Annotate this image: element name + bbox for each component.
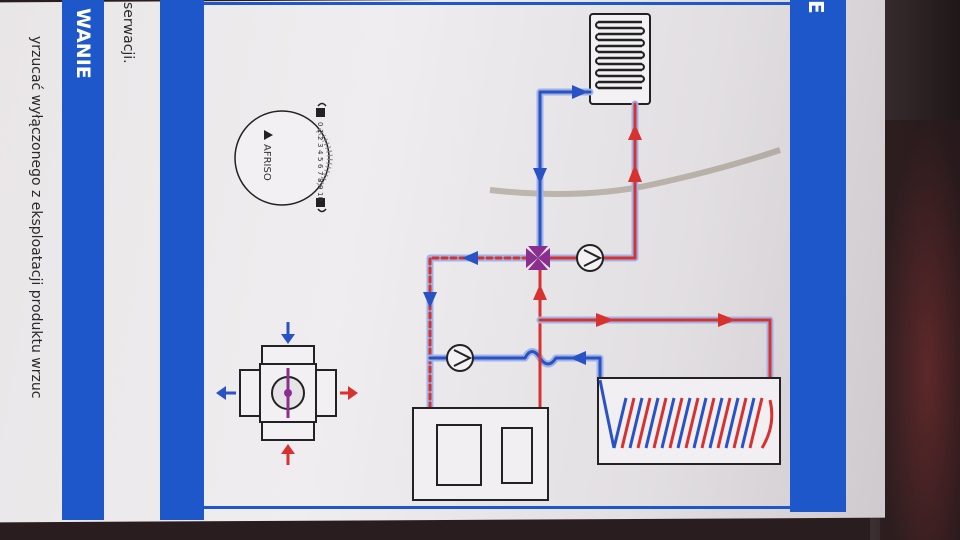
arrow-blue (462, 251, 478, 265)
dial-num: 2 (316, 136, 324, 140)
mixing-valve-icon (526, 246, 550, 270)
arrow-red (596, 313, 614, 327)
left-blue-band (62, 0, 104, 520)
arrow-blue (533, 168, 547, 184)
dial-num: 7 (316, 171, 324, 175)
arrow-blue (572, 85, 588, 99)
top-blue-line (204, 2, 790, 5)
radiator-icon (589, 13, 651, 105)
arrow-blue (423, 292, 437, 308)
dial-num: 5 (316, 157, 324, 161)
dial-num: 3 (316, 143, 324, 147)
arrow-red (533, 284, 547, 300)
storage-tank-icon (597, 377, 781, 465)
background-red (880, 120, 960, 540)
arrow-blue (570, 351, 586, 365)
boiler-loop-pipe (426, 254, 532, 414)
dial-num: 1 (316, 129, 324, 133)
dial-scale: 0 1 2 3 4 5 6 7 8 9 10 (316, 122, 324, 201)
bottom-blue-line (204, 506, 790, 509)
dial-num: 0 (316, 122, 324, 126)
boiler-icon (412, 407, 549, 501)
arrow-red (628, 164, 642, 182)
dial-num: 10 (316, 192, 324, 201)
mid-blue-band (160, 0, 204, 520)
radiator-supply-pipe (544, 100, 639, 262)
pump-icon (446, 344, 474, 372)
right-blue-band (790, 0, 846, 512)
tank-supply-pipe (536, 316, 774, 404)
dial-num: 9 (316, 185, 324, 189)
dial-brand: AFRISO (261, 144, 272, 181)
arrow-red (718, 313, 736, 327)
arrow-red (628, 124, 642, 140)
radiator-return-pipe (536, 88, 594, 254)
four-way-valve-icon (216, 322, 358, 465)
dial-num: 6 (316, 164, 324, 169)
dial-num: 4 (316, 150, 324, 155)
pump-icon (576, 244, 604, 272)
afriso-dial-icon: AFRISO 0 1 2 3 4 5 6 7 8 9 10 (234, 102, 334, 213)
dial-num: 8 (316, 178, 324, 182)
